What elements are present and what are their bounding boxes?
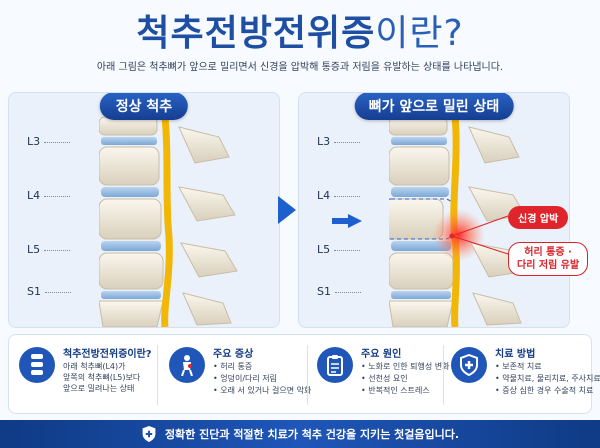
list-item: • 노화로 인한 퇴행성 변화: [361, 362, 450, 371]
nerve-compression-badge: 신경 압박: [508, 206, 569, 229]
list-item: • 반복적인 스트레스: [361, 386, 430, 395]
shield-cross-icon: [142, 426, 156, 442]
slipped-spine-panel: 뼈가 앞으로 밀린 상태 L3 L4 L5 S1: [298, 92, 570, 328]
normal-spine-panel: 정상 척추 L3 L4 L5 S1: [8, 92, 280, 328]
footer-text: 정확한 진단과 적절한 치료가 척추 건강을 지키는 첫걸음입니다.: [164, 428, 460, 441]
info-symptoms-title: 주요 증상: [213, 349, 254, 360]
normal-spine-heading: 정상 척추: [99, 93, 189, 120]
info-treatment: 치료 방법 • 보존적 치료 • 약물치료, 물리치료, 주사치료 • 증상 심…: [451, 343, 600, 407]
clipboard-icon: [317, 347, 353, 383]
info-what: 척추전방전위증이란? 아래 척추뼈(L4)가 앞쪽의 척추뼈(L5)보다 앞으로…: [19, 343, 152, 407]
back-pain-icon: [169, 347, 205, 383]
level-label: L4: [317, 189, 361, 202]
push-arrow-icon: [332, 214, 362, 228]
pain-badge: 허리 통증 · 다리 저림 유발: [508, 242, 589, 276]
spine-icon: [19, 347, 55, 383]
shield-cross-icon: [451, 347, 487, 383]
normal-spine-illustration: [99, 117, 238, 327]
level-label: S1: [27, 285, 71, 298]
level-label: L4: [27, 189, 71, 202]
transition-arrow-icon: [278, 196, 296, 224]
list-item: • 엉덩이/다리 저림: [213, 374, 278, 383]
title-bold: 척추전방전위증: [136, 13, 376, 54]
level-label: L5: [317, 243, 361, 256]
list-item: • 허리 통증: [213, 362, 253, 371]
info-what-title: 척추전방전위증이란?: [63, 349, 152, 360]
footer-banner: 정확한 진단과 적절한 치료가 척추 건강을 지키는 첫걸음입니다.: [0, 420, 600, 448]
level-label: L5: [27, 243, 71, 256]
info-causes-list: • 노화로 인한 퇴행성 변화 • 선천성 요인 • 반복적인 스트레스: [361, 361, 450, 397]
list-item: • 오래 서 있거나 걸으면 악화: [213, 386, 312, 395]
info-panel: 척추전방전위증이란? 아래 척추뼈(L4)가 앞쪽의 척추뼈(L5)보다 앞으로…: [8, 334, 600, 414]
level-label: S1: [317, 285, 361, 298]
info-treatment-title: 치료 방법: [495, 349, 536, 360]
title-light: 이란?: [375, 13, 464, 54]
info-treatment-list: • 보존적 치료 • 약물치료, 물리치료, 주사치료 • 증상 심한 경우 수…: [495, 361, 600, 397]
list-item: • 보존적 치료: [495, 362, 542, 371]
info-causes-title: 주요 원인: [361, 349, 402, 360]
level-label: L3: [27, 135, 71, 148]
page-subtitle: 아래 그림은 척추뼈가 앞으로 밀리면서 신경을 압박해 통증과 저림을 유발하…: [96, 62, 504, 73]
info-what-text: 아래 척추뼈(L4)가 앞쪽의 척추뼈(L5)보다 앞으로 밀려나는 상태: [63, 362, 141, 393]
list-item: • 약물치료, 물리치료, 주사치료: [495, 374, 600, 383]
info-causes: 주요 원인 • 노화로 인한 퇴행성 변화 • 선천성 요인 • 반복적인 스트…: [317, 343, 450, 407]
list-item: • 증상 심한 경우 수술적 치료: [495, 386, 594, 395]
info-symptoms: 주요 증상 • 허리 통증 • 엉덩이/다리 저림 • 오래 서 있거나 걸으면…: [169, 343, 311, 407]
list-item: • 선천성 요인: [361, 374, 408, 383]
level-label: L3: [317, 135, 361, 148]
page-title: 척추전방전위증이란?: [0, 4, 600, 56]
slipped-spine-heading: 뼈가 앞으로 밀린 상태: [354, 93, 514, 120]
info-symptoms-list: • 허리 통증 • 엉덩이/다리 저림 • 오래 서 있거나 걸으면 악화: [213, 361, 311, 397]
